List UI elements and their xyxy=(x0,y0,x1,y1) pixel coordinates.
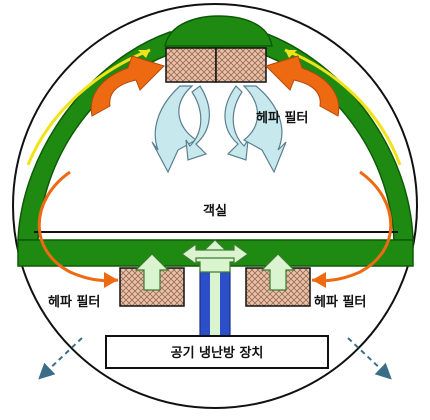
intake-double-arrow xyxy=(180,242,250,266)
left-return-arrowhead xyxy=(104,272,118,288)
duct-flow-right-line xyxy=(284,48,402,166)
duct-flow-right-arrowhead xyxy=(285,50,297,58)
label-filter-bottom-left: 헤파 필터 xyxy=(48,294,100,310)
label-hvac-unit: 공기 냉난방 장치 xyxy=(171,345,264,361)
duct-flow-left-arrowhead xyxy=(138,50,150,58)
intake-duct-inner xyxy=(210,270,220,336)
top-right-orange-arrow xyxy=(265,55,340,117)
outer-circle xyxy=(12,3,418,409)
right-return-arrowhead xyxy=(312,272,326,288)
clean-air-arrow-mid-left xyxy=(185,85,210,161)
top-filter-left xyxy=(165,47,217,83)
left-return-curve xyxy=(37,170,119,283)
clean-air-arrow-right xyxy=(242,85,287,174)
right-return-curve xyxy=(311,170,393,283)
label-filter-top-right: 헤파 필터 xyxy=(256,110,308,126)
top-left-orange-arrow xyxy=(90,55,165,117)
bottom-left-fresh-arrow xyxy=(134,253,170,291)
clean-air-arrow-mid-right xyxy=(224,85,249,161)
bottom-right-fresh-arrow xyxy=(260,253,296,291)
top-duct-cap xyxy=(164,15,273,47)
label-filter-bottom-right: 헤파 필터 xyxy=(314,294,366,310)
label-cabin: 객실 xyxy=(203,203,227,219)
hvac-unit-box xyxy=(105,335,329,369)
clean-air-arrow-left xyxy=(151,85,198,174)
top-filter-right xyxy=(215,47,267,83)
